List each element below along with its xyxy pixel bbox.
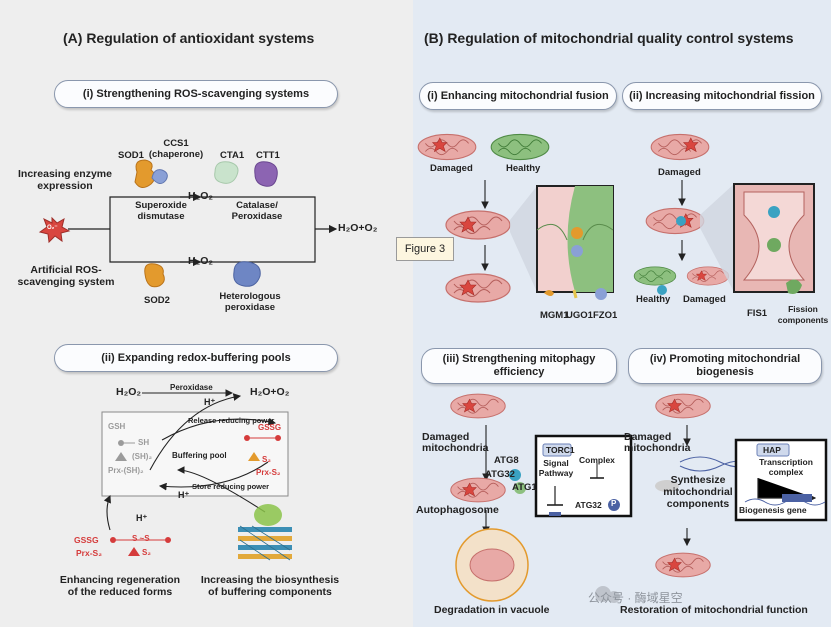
fis1-label: FIS1 xyxy=(747,308,768,319)
watermark-text: 公众号 · 酶域星空 xyxy=(588,591,683,605)
heterologous-protein xyxy=(233,261,261,287)
superoxide-label: Superoxide dismutase xyxy=(135,200,187,222)
mgm1-label: MGM1 xyxy=(540,310,569,321)
damaged-mito-iii-label: Damaged mitochondria xyxy=(422,431,489,454)
ctt1-label: CTT1 xyxy=(256,150,280,161)
catalase-label: Catalase/ Peroxidase xyxy=(231,200,283,222)
panel-b-title: (B) Regulation of mitochondrial quality … xyxy=(424,30,794,46)
s-s-bottom-label: S ~S xyxy=(132,534,150,543)
ros-icon xyxy=(38,216,71,244)
enzyme-expression-label: Increasing enzyme expression xyxy=(18,168,112,192)
gssg-bottom-label: GSSG xyxy=(74,535,99,545)
atg8-label: ATG8 xyxy=(494,455,519,466)
fzo1-label: FZO1 xyxy=(593,310,618,321)
h2o-o2-label: H₂O+O₂ xyxy=(338,222,378,234)
atg32-label: ATG32 xyxy=(485,469,515,480)
buffer-h2o-o2-label: H₂O+O₂ xyxy=(250,386,290,398)
hplus-top-label: H⁺ xyxy=(204,397,216,407)
store-label: Store reducing power xyxy=(192,482,270,491)
prx-s2-box-label: Prx-S₂ xyxy=(256,468,281,477)
transcription-complex-label: Transcription complex xyxy=(759,457,813,477)
damaged-mito-iv-label: Damaged mitochondria xyxy=(624,431,691,454)
hplus-bottom-label: H⁺ xyxy=(136,513,148,523)
figure-3-tag: Figure 3 xyxy=(396,237,454,261)
torc1-label: TORC1 xyxy=(546,445,575,455)
sh2-label: (SH)₂ xyxy=(132,452,152,461)
dna-icon xyxy=(238,525,292,561)
subpanel-a-i-title: (i) Strengthening ROS-scavenging systems xyxy=(54,80,338,108)
signal-pathway-label: Signal Pathway xyxy=(538,458,574,478)
subpanel-b-iii-title: (iii) Strengthening mitophagy efficiency xyxy=(421,348,617,384)
prx-s2-bottom-label: Prx-S₂ xyxy=(76,548,102,558)
atg32-p-label: ATG32 xyxy=(575,500,602,510)
phospho-label: P xyxy=(611,499,617,508)
buffering-pool-label: Buffering pool xyxy=(172,451,227,460)
h2o2-top-label: H₂O₂ xyxy=(188,190,214,202)
sod2-label: SOD2 xyxy=(144,295,170,306)
fission-damaged2-label: Damaged xyxy=(683,294,726,305)
sh-label: SH xyxy=(138,438,150,447)
peroxidase-label: Peroxidase xyxy=(170,383,213,392)
buffer-h2o2-label: H₂O₂ xyxy=(116,386,142,398)
ccs1-protein xyxy=(151,169,168,184)
cta1-protein xyxy=(214,161,239,184)
synthesize-label: Synthesize mitochondrial components xyxy=(663,474,733,510)
fission-healthy-label: Healthy xyxy=(636,294,671,305)
prx-sh2-label: Prx-(SH)₂ xyxy=(108,466,144,475)
atg1-label: ATG1 xyxy=(512,482,537,493)
fusion-healthy-label: Healthy xyxy=(506,163,541,174)
panel-a-title: (A) Regulation of antioxidant systems xyxy=(63,30,315,46)
fission-damaged-label: Damaged xyxy=(658,167,701,178)
release-label: Release reducing power xyxy=(188,416,275,425)
subpanel-a-ii-title: (ii) Expanding redox-buffering pools xyxy=(54,344,338,372)
hplus-mid-label: H⁺ xyxy=(178,490,190,500)
sod2-protein xyxy=(144,263,165,288)
sod1-label: SOD1 xyxy=(118,150,144,161)
s2-bottom-label: S₂ xyxy=(142,548,151,557)
complex-label: Complex xyxy=(579,455,615,465)
restoration-label: Restoration of mitochondrial function xyxy=(620,604,808,616)
autophagosome-label: Autophagosome xyxy=(416,504,499,516)
biogenesis-gene-label: Biogenesis gene xyxy=(739,505,807,515)
ccs1-label: CCS1 (chaperone) xyxy=(148,138,204,160)
fission-components-label: Fission components xyxy=(777,304,829,325)
h2o2-bottom-label: H₂O₂ xyxy=(188,255,214,267)
artificial-ros-label: Artificial ROS- scavenging system xyxy=(17,264,115,288)
degradation-label: Degradation in vacuole xyxy=(434,604,550,616)
subpanel-b-iv-title: (iv) Promoting mitochondrial biogenesis xyxy=(628,348,822,384)
heterologous-label: Heterologous peroxidase xyxy=(219,291,281,313)
cta1-label: CTA1 xyxy=(220,150,245,161)
gsh-label: GSH xyxy=(108,422,126,431)
fusion-damaged-label: Damaged xyxy=(430,163,473,174)
ros-label: O₂⁻ xyxy=(47,225,58,231)
increasing-label: Increasing the biosynthesis of buffering… xyxy=(200,574,340,598)
subpanel-b-i-title: (i) Enhancing mitochondrial fusion xyxy=(419,82,617,110)
enhancing-label: Enhancing regeneration of the reduced fo… xyxy=(59,574,181,598)
s2-box-label: S₂ xyxy=(262,455,271,464)
hap-label: HAP xyxy=(763,445,781,455)
gssg-box-label: GSSG xyxy=(258,423,282,432)
sod1-protein xyxy=(134,159,156,188)
ctt1-protein xyxy=(254,161,278,187)
subpanel-b-ii-title: (ii) Increasing mitochondrial fission xyxy=(622,82,822,110)
ugo1-label: UGO1 xyxy=(566,310,593,321)
